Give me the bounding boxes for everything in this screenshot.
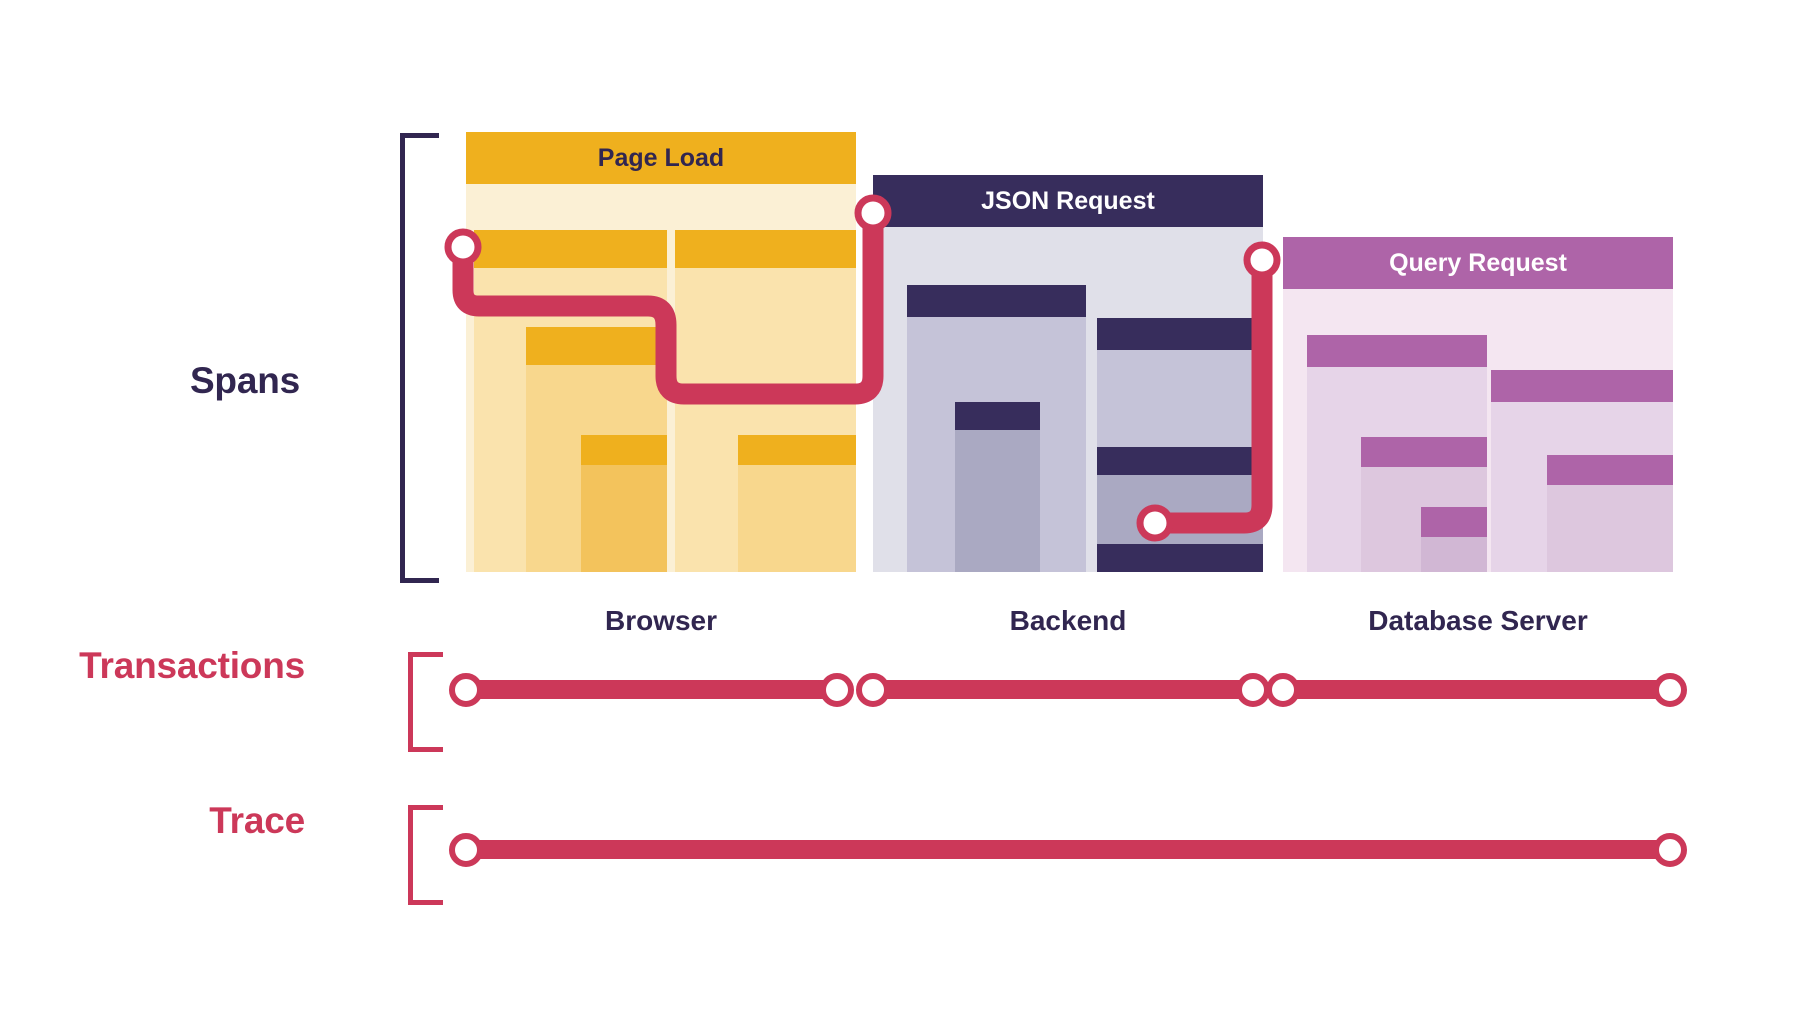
span-backend-2[interactable] xyxy=(955,402,1040,572)
transaction-title-query-request[interactable]: Query Request xyxy=(1283,237,1673,289)
span-browser-4-head xyxy=(675,230,856,268)
transaction-title-json-request[interactable]: JSON Request xyxy=(873,175,1263,227)
span-backend-4-head xyxy=(1097,447,1263,475)
span-browser-1-head xyxy=(474,230,667,268)
span-db-5[interactable] xyxy=(1547,455,1673,572)
span-browser-3-head xyxy=(581,435,667,465)
span-backend-1-head xyxy=(907,285,1086,317)
transaction-end-backend[interactable] xyxy=(1236,673,1270,707)
transaction-timeline-database[interactable] xyxy=(1283,680,1670,699)
span-db-2-head xyxy=(1361,437,1487,467)
trace-start-node[interactable] xyxy=(449,833,483,867)
transaction-title-page-load[interactable]: Page Load xyxy=(466,132,856,184)
trace-timeline[interactable] xyxy=(466,840,1670,859)
span-db-5-head xyxy=(1547,455,1673,485)
span-browser-5-head xyxy=(738,435,856,465)
span-browser-5[interactable] xyxy=(738,435,856,572)
service-caption-database: Database Server xyxy=(1368,605,1588,636)
spans-bracket xyxy=(400,133,439,583)
transaction-start-database[interactable] xyxy=(1266,673,1300,707)
span-column-database: Query Request xyxy=(1283,237,1673,572)
span-column-backend: JSON Request xyxy=(873,175,1263,572)
span-backend-2-head xyxy=(955,402,1040,430)
span-backend-3-head xyxy=(1097,318,1263,350)
spans-row-label: Spans xyxy=(189,360,300,401)
trace-bracket xyxy=(408,805,443,905)
transactions-row-label: Transactions xyxy=(79,645,305,686)
span-db-4-head xyxy=(1491,370,1673,402)
service-caption-browser: Browser xyxy=(604,605,718,636)
transaction-start-browser[interactable] xyxy=(449,673,483,707)
trace-end-node[interactable] xyxy=(1653,833,1687,867)
transaction-start-backend[interactable] xyxy=(856,673,890,707)
span-db-3-head xyxy=(1421,507,1487,537)
transaction-timeline-backend[interactable] xyxy=(873,680,1253,699)
span-browser-2-head xyxy=(526,327,667,365)
span-column-browser: Page Load xyxy=(466,132,856,572)
span-browser-3[interactable] xyxy=(581,435,667,572)
transaction-end-database[interactable] xyxy=(1653,673,1687,707)
span-backend-4-leafbar[interactable] xyxy=(1097,544,1263,572)
span-db-3[interactable] xyxy=(1421,507,1487,572)
transaction-timeline-browser[interactable] xyxy=(466,680,837,699)
service-caption-backend: Backend xyxy=(1009,605,1127,636)
transactions-bracket xyxy=(408,652,443,752)
transaction-end-browser[interactable] xyxy=(820,673,854,707)
trace-row-label: Trace xyxy=(209,800,305,841)
span-db-1-head xyxy=(1307,335,1487,367)
